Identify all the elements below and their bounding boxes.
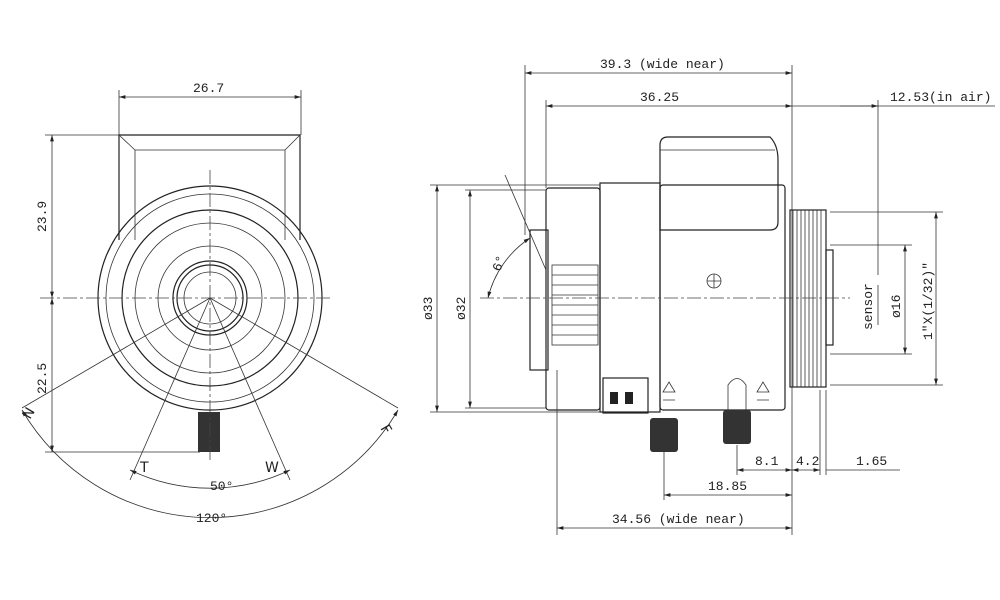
upper-height-dim: 23.9 — [35, 201, 50, 232]
bracket-inner-edge — [118, 134, 301, 240]
far-label: F — [377, 422, 395, 437]
focus-grip — [551, 264, 599, 346]
zoom-mark-icon — [662, 381, 676, 401]
back-focus: 12.53(in air) — [890, 90, 991, 105]
large-angle-arc — [21, 409, 399, 518]
dim-18-85: 18.85 — [708, 479, 747, 494]
front-barrel — [545, 187, 601, 411]
focus-knob-stem — [727, 378, 747, 412]
front-ring — [529, 229, 549, 371]
label-mark — [610, 392, 618, 404]
large-angle: 120° — [196, 511, 227, 526]
zoom-knob — [650, 418, 678, 452]
focus-knob — [198, 412, 220, 452]
near-label: N — [20, 405, 39, 422]
rear-flange — [825, 249, 834, 346]
inner-diameter: ø32 — [454, 297, 469, 320]
sensor-diameter: ø16 — [889, 295, 904, 318]
angle-line — [129, 297, 211, 481]
tilt-arc — [487, 237, 531, 299]
lens-body — [659, 184, 786, 411]
tilt-line — [504, 174, 547, 271]
wide-label: W — [265, 460, 279, 476]
front-view: 26.7 23.9 22.5 N F T W 50° 120° — [20, 81, 399, 526]
angle-line — [21, 297, 211, 409]
angle-line — [209, 297, 399, 409]
lower-height-dim: 22.5 — [35, 363, 50, 394]
tele-label: T — [139, 460, 149, 476]
sensor-label: sensor — [861, 283, 876, 330]
total-length: 39.3 (wide near) — [600, 57, 725, 72]
screw-cross — [707, 274, 721, 288]
grip-ridges — [552, 274, 598, 336]
label-plate — [602, 377, 649, 414]
dim-1-65: 1.65 — [856, 454, 887, 469]
dim-8-1: 8.1 — [755, 454, 779, 469]
focus-adjust-knob — [723, 410, 751, 444]
side-view: 6° ø33 ø32 39.3 (wide near) 36.25 12.53(… — [421, 57, 995, 535]
label-mark — [625, 392, 633, 404]
small-angle: 50° — [210, 479, 233, 494]
body-length: 36.25 — [640, 90, 679, 105]
mount-bracket — [118, 134, 301, 240]
thread-size: 1"X(1/32)" — [921, 262, 936, 340]
thread-lines — [792, 210, 822, 387]
focus-mark-icon — [756, 381, 770, 401]
dim-34-56: 34.56 (wide near) — [612, 512, 745, 527]
width-dim: 26.7 — [193, 81, 224, 96]
tilt-angle: 6° — [490, 254, 509, 274]
motor-box — [659, 136, 779, 231]
small-angle-arc — [129, 469, 291, 489]
dim-4-2: 4.2 — [796, 454, 819, 469]
angle-line — [209, 297, 291, 481]
outer-diameter: ø33 — [421, 297, 436, 320]
